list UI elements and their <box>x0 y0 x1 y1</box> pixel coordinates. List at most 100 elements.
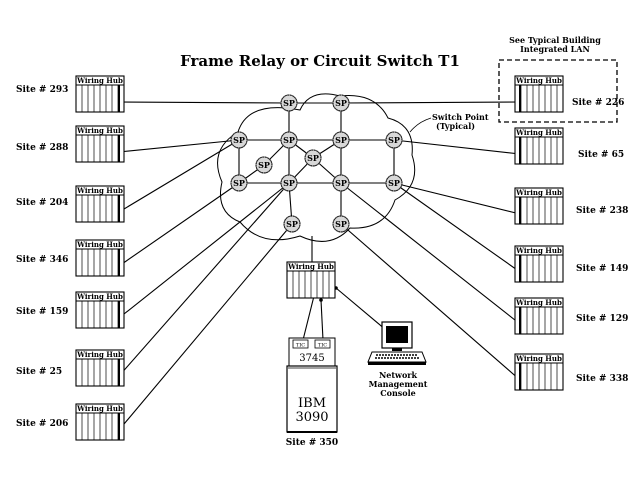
switch-point-label: SP <box>258 160 270 170</box>
switch-point: SP <box>304 149 322 167</box>
wiring-hub-label: Wiring Hub <box>76 404 123 413</box>
switch-point-label: SP <box>307 153 319 163</box>
switch-point: SP <box>230 131 248 149</box>
tic-link-2 <box>320 299 324 341</box>
console-line-1: Network <box>379 370 418 380</box>
wiring-hub-label: Wiring Hub <box>515 246 562 255</box>
tic-port-1 <box>292 339 309 349</box>
wiring-hub-label: Wiring Hub <box>287 262 334 271</box>
switch-point-label: SP <box>335 219 347 229</box>
wiring-hub-label: Wiring Hub <box>76 76 123 85</box>
console-link <box>335 287 387 331</box>
switch-point-label: SP <box>233 178 245 188</box>
site-link-left-3 <box>118 139 240 213</box>
switch-point: SP <box>385 174 403 192</box>
site-label-238: Site # 238 <box>576 206 628 216</box>
site-label-25: Site # 25 <box>16 367 62 377</box>
lan-note-line-1: See Typical Building <box>509 35 601 45</box>
wiring-hub-label: Wiring Hub <box>515 188 562 197</box>
site-link-right-5 <box>340 182 521 325</box>
site-link-right-6 <box>340 223 521 381</box>
site-label-65: Site # 65 <box>578 150 624 160</box>
switch-point-label: SP <box>335 178 347 188</box>
site-link-right-4 <box>393 182 521 273</box>
site-label-293: Site # 293 <box>16 85 68 95</box>
site-link-left-1 <box>118 101 290 104</box>
left-site-labels: Site # 293 Site # 288 Site # 204 Site # … <box>16 85 68 429</box>
computer-icon <box>367 321 427 365</box>
site-link-left-6 <box>118 182 290 377</box>
wiring-hub-right-4: Wiring Hub <box>514 245 564 283</box>
site-label-129: Site # 129 <box>576 314 628 324</box>
wiring-hub-left-7: Wiring Hub <box>75 403 125 441</box>
switch-point-label: SP <box>283 178 295 188</box>
switch-point-label: SP <box>233 135 245 145</box>
lan-note-line-2: Integrated LAN <box>520 44 590 54</box>
switch-point-label: SP <box>283 135 295 145</box>
switch-point-label: SP <box>388 178 400 188</box>
wiring-hub-label: Wiring Hub <box>76 126 123 135</box>
site-label-204: Site # 204 <box>16 198 68 208</box>
site-link-left-7 <box>118 223 293 431</box>
site-link-right-3 <box>393 182 521 215</box>
console-line-3: Console <box>380 388 416 398</box>
wiring-hub-center: Wiring Hub <box>286 261 336 299</box>
site-link-left-4 <box>118 182 240 267</box>
switch-point-label: SP <box>283 98 295 108</box>
lan-dashed-box <box>498 59 618 123</box>
site-label-206: Site # 206 <box>16 419 68 429</box>
switch-point: SP <box>255 156 273 174</box>
right-site-labels: Site # 226 Site # 65 Site # 238 Site # 1… <box>572 98 628 384</box>
switch-point: SP <box>280 94 298 112</box>
switch-point-label: SP <box>286 219 298 229</box>
switch-point-pointer <box>409 117 432 133</box>
site-label-338: Site # 338 <box>576 374 628 384</box>
wiring-hub-label: Wiring Hub <box>515 128 562 137</box>
site-link-right-2 <box>393 139 521 155</box>
switch-point: SP <box>283 215 301 233</box>
wiring-hub-label: Wiring Hub <box>76 186 123 195</box>
switch-point-label: SP <box>335 98 347 108</box>
site-label-288: Site # 288 <box>16 143 68 153</box>
wiring-hub-left-1: Wiring Hub <box>75 75 125 113</box>
ibm-mainframe: IBM 3090 <box>286 365 338 433</box>
site-label-226: Site # 226 <box>572 98 624 108</box>
wiring-hub-label: Wiring Hub <box>515 354 562 363</box>
wiring-hub-label: Wiring Hub <box>76 240 123 249</box>
tic-label-1: TIC <box>296 343 305 349</box>
switch-point: SP <box>332 131 350 149</box>
wiring-hub-label: Wiring Hub <box>76 292 123 301</box>
diagram-title: Frame Relay or Circuit Switch T1 <box>180 52 460 70</box>
wiring-hub-right-5: Wiring Hub <box>514 297 564 335</box>
console-line-2: Management <box>369 379 428 389</box>
wiring-hub-left-5: Wiring Hub <box>75 291 125 329</box>
switch-point-label: SP <box>388 135 400 145</box>
site-label-350: Site # 350 <box>286 438 338 448</box>
site-label-346: Site # 346 <box>16 255 68 265</box>
switch-point: SP <box>230 174 248 192</box>
wiring-hub-left-2: Wiring Hub <box>75 125 125 163</box>
fep-label: 3745 <box>299 353 324 364</box>
wiring-hub-left-4: Wiring Hub <box>75 239 125 277</box>
fep-3745: TIC TIC 3745 <box>288 337 336 369</box>
site-link-left-5 <box>118 182 290 319</box>
switch-point: SP <box>332 215 350 233</box>
wiring-hub-right-2: Wiring Hub <box>514 127 564 165</box>
switch-point-note-line-2: (Typical) <box>436 121 475 131</box>
site-label-149: Site # 149 <box>576 264 628 274</box>
switch-point: SP <box>280 174 298 192</box>
tic-label-2: TIC <box>318 343 327 349</box>
wiring-hub-label: Wiring Hub <box>515 298 562 307</box>
switch-point-label: SP <box>335 135 347 145</box>
wiring-hub-right-3: Wiring Hub <box>514 187 564 225</box>
mainframe-line-2: 3090 <box>295 410 328 425</box>
switch-point: SP <box>385 131 403 149</box>
site-label-159: Site # 159 <box>16 307 68 317</box>
wiring-hub-label: Wiring Hub <box>515 76 562 85</box>
wiring-hub-left-3: Wiring Hub <box>75 185 125 223</box>
wiring-hub-left-6: Wiring Hub <box>75 349 125 387</box>
wiring-hub-right-1: Wiring Hub <box>514 75 564 113</box>
